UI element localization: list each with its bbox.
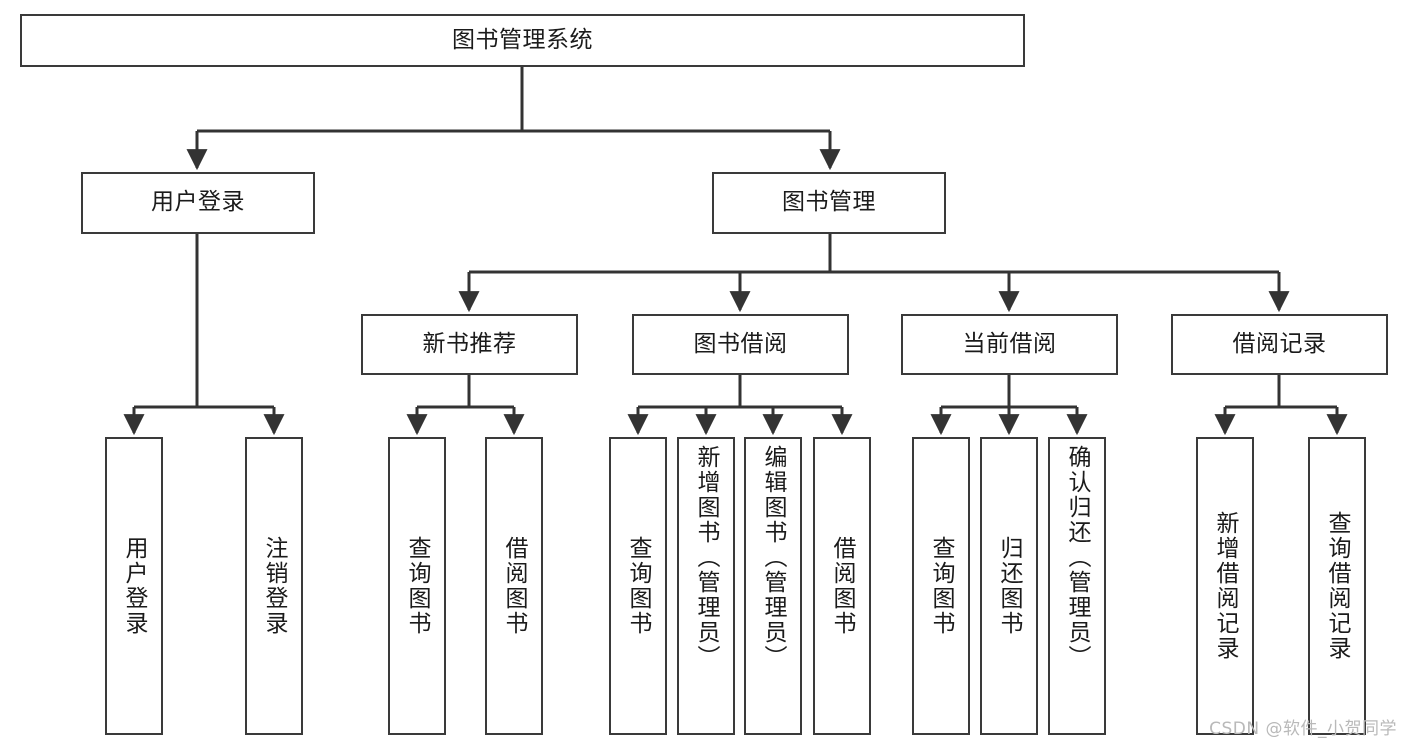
- leaf-book-borrow-1-label: 查询图书: [625, 536, 652, 636]
- leaf-book-borrow-1[interactable]: 查询图书: [609, 437, 667, 735]
- leaf-borrow-record-2-label: 查询借阅记录: [1324, 511, 1351, 661]
- node-borrow-record-label: 借阅记录: [1232, 330, 1327, 357]
- csdn-watermark: CSDN @软件_小贺同学: [1209, 719, 1397, 739]
- leaf-user-login-2[interactable]: 注销登录: [245, 437, 303, 735]
- leaf-book-borrow-4-label: 借阅图书: [829, 536, 856, 636]
- leaf-book-borrow-3[interactable]: 编辑图书（管理员）: [744, 437, 802, 735]
- leaf-new-book-1-label: 查询图书: [404, 536, 431, 636]
- node-root-system-label: 图书管理系统: [452, 26, 593, 53]
- node-book-management-label: 图书管理: [782, 189, 876, 216]
- node-current-borrow[interactable]: 当前借阅: [901, 314, 1118, 375]
- leaf-new-book-1[interactable]: 查询图书: [388, 437, 446, 735]
- node-new-book-recommend[interactable]: 新书推荐: [361, 314, 578, 375]
- leaf-book-borrow-2[interactable]: 新增图书（管理员）: [677, 437, 735, 735]
- leaf-book-borrow-2-label: 新增图书（管理员）: [693, 445, 720, 670]
- node-user-login[interactable]: 用户登录: [81, 172, 315, 234]
- node-book-borrow[interactable]: 图书借阅: [632, 314, 849, 375]
- node-root-system[interactable]: 图书管理系统: [20, 14, 1025, 67]
- leaf-book-borrow-4[interactable]: 借阅图书: [813, 437, 871, 735]
- leaf-user-login-1-label: 用户登录: [121, 536, 148, 636]
- leaf-current-borrow-1-label: 查询图书: [928, 536, 955, 636]
- leaf-current-borrow-3[interactable]: 确认归还（管理员）: [1048, 437, 1106, 735]
- leaf-user-login-2-label: 注销登录: [261, 536, 288, 636]
- leaf-user-login-1[interactable]: 用户登录: [105, 437, 163, 735]
- leaf-borrow-record-1-label: 新增借阅记录: [1212, 511, 1239, 661]
- node-borrow-record[interactable]: 借阅记录: [1171, 314, 1388, 375]
- node-book-borrow-label: 图书借阅: [693, 330, 788, 357]
- leaf-current-borrow-3-label: 确认归还（管理员）: [1064, 445, 1091, 670]
- leaf-borrow-record-2[interactable]: 查询借阅记录: [1308, 437, 1366, 735]
- leaf-borrow-record-1[interactable]: 新增借阅记录: [1196, 437, 1254, 735]
- leaf-new-book-2-label: 借阅图书: [501, 536, 528, 636]
- node-book-management[interactable]: 图书管理: [712, 172, 946, 234]
- node-new-book-recommend-label: 新书推荐: [422, 330, 517, 357]
- node-user-login-label: 用户登录: [151, 189, 245, 216]
- leaf-book-borrow-3-label: 编辑图书（管理员）: [760, 445, 787, 670]
- leaf-current-borrow-1[interactable]: 查询图书: [912, 437, 970, 735]
- node-current-borrow-label: 当前借阅: [962, 330, 1057, 357]
- leaf-new-book-2[interactable]: 借阅图书: [485, 437, 543, 735]
- leaf-current-borrow-2[interactable]: 归还图书: [980, 437, 1038, 735]
- leaf-current-borrow-2-label: 归还图书: [996, 536, 1023, 636]
